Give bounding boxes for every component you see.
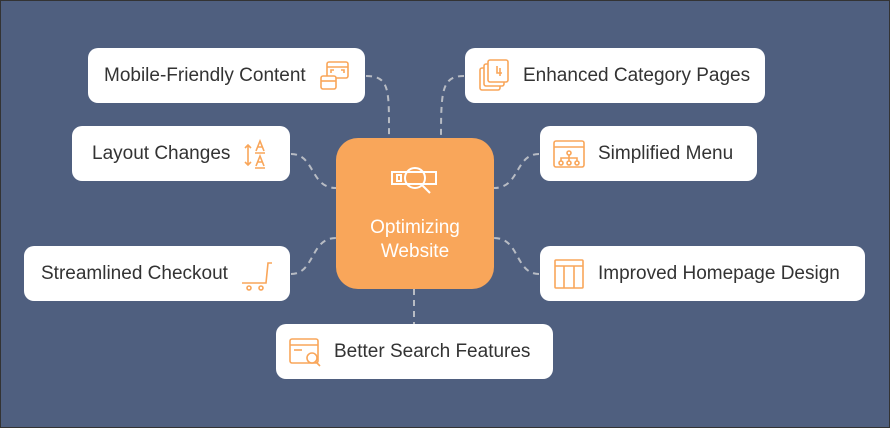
node-streamlined-checkout: Streamlined Checkout [24,246,290,301]
connector-menu [493,153,540,189]
text-resize-icon [244,138,266,169]
node-label: Simplified Menu [598,142,734,164]
node-label: Mobile-Friendly Content [104,64,306,86]
browser-search-icon [289,337,321,367]
central-title-line1: Optimizing [370,216,460,238]
search-browser-icon [391,166,437,194]
pages-stack-icon [479,58,509,91]
connector-mobile [365,75,391,139]
node-label: Enhanced Category Pages [523,64,751,86]
central-topic: Optimizing Website [336,138,494,289]
connector-homepage [493,237,540,275]
node-better-search-features: Better Search Features [276,324,553,379]
node-mobile-friendly-content: Mobile-Friendly Content [88,48,365,103]
node-layout-changes: Layout Changes [72,126,290,181]
connector-layout [290,153,337,189]
responsive-windows-icon [319,60,349,90]
node-label: Improved Homepage Design [598,262,840,284]
layout-grid-icon [554,258,584,289]
node-simplified-menu: Simplified Menu [540,126,757,181]
connector-checkout [290,237,337,275]
sitemap-browser-icon [553,139,585,168]
connector-category [440,75,465,139]
node-label: Streamlined Checkout [41,262,228,284]
node-enhanced-category-pages: Enhanced Category Pages [465,48,765,103]
node-improved-homepage-design: Improved Homepage Design [540,246,865,301]
cart-icon [241,261,272,291]
central-title-line2: Website [380,240,450,262]
node-label: Layout Changes [92,142,231,164]
node-label: Better Search Features [334,340,531,362]
